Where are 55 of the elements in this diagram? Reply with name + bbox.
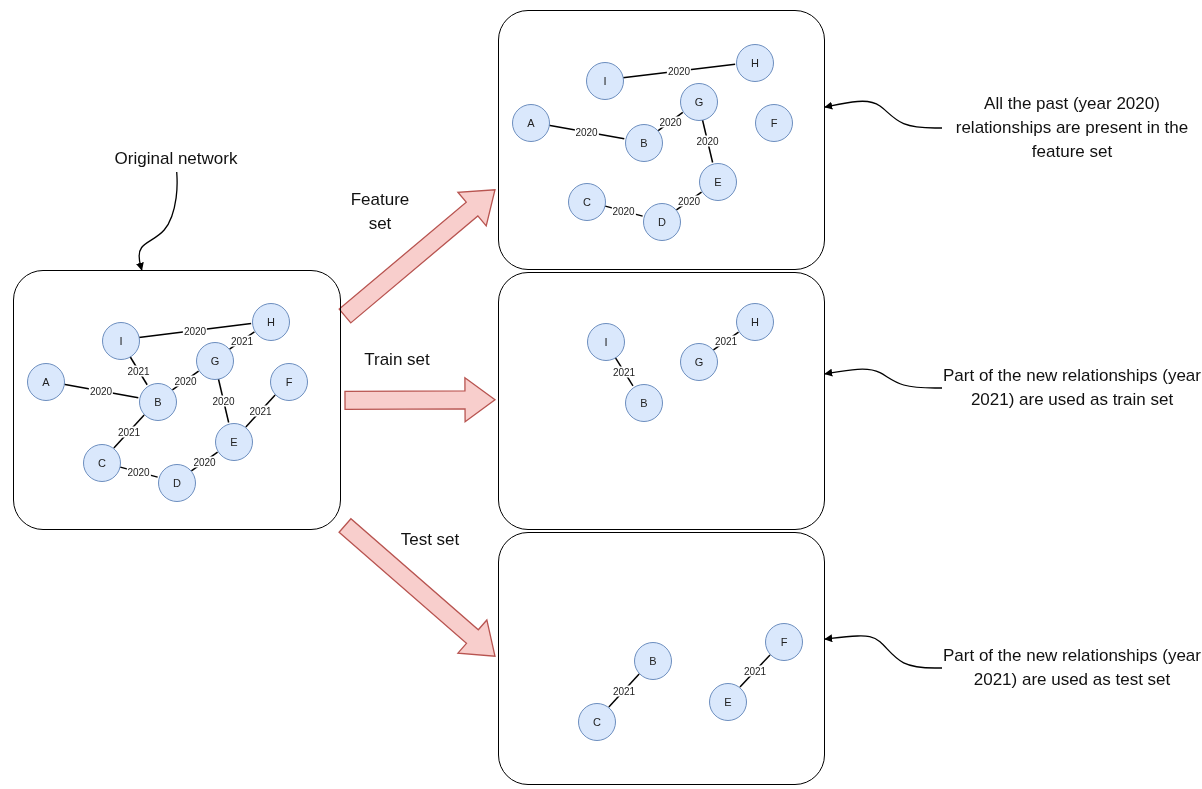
panel-box <box>498 10 825 270</box>
graph-node-circle: F <box>270 363 308 401</box>
graph-node-circle: E <box>215 423 253 461</box>
panel-box <box>13 270 341 530</box>
annotation-text: All the past (year 2020) relationships are present in the feature set <box>942 88 1202 168</box>
edge-label: 2020 <box>173 375 198 386</box>
graph-node-circle: B <box>634 642 672 680</box>
graph-node-circle: G <box>680 83 718 121</box>
graph-node-circle: A <box>27 363 65 401</box>
graph-node-circle: H <box>736 303 774 341</box>
edge-label: 2021 <box>742 665 768 677</box>
graph-node-circle: H <box>252 303 290 341</box>
edge-label: 2020 <box>666 65 692 77</box>
graph-node-circle: A <box>512 104 550 142</box>
edge-label: 2021 <box>248 405 273 417</box>
curved-arrow <box>824 634 943 669</box>
edge-label: 2021 <box>126 365 151 376</box>
edge-label: 2021 <box>611 366 637 377</box>
graph-node-circle: F <box>765 623 803 661</box>
panel-box <box>498 272 825 530</box>
annotation-text: Original network <box>90 146 262 172</box>
edge-label: 2020 <box>192 456 217 467</box>
graph-node-circle: I <box>586 62 624 100</box>
edge-label: 2021 <box>713 335 739 347</box>
curved-arrow <box>824 368 943 389</box>
annotation-text: Part of the new relationships (year 2021) are used as train set <box>942 348 1202 428</box>
edge-label: 2020 <box>88 385 114 397</box>
edge-label: 2020 <box>211 395 236 406</box>
edge-label: 2021 <box>229 335 255 346</box>
graph-node-circle: E <box>709 683 747 721</box>
graph-node-circle: H <box>736 44 774 82</box>
graph-node-circle: I <box>102 322 140 360</box>
edge-label: 2021 <box>116 426 142 437</box>
graph-node-circle: E <box>699 163 737 201</box>
curved-arrow <box>824 100 943 129</box>
edge-label: 2020 <box>695 135 720 147</box>
edge-label: 2020 <box>611 205 636 217</box>
graph-node-circle: I <box>587 323 625 361</box>
block-arrow <box>338 189 496 324</box>
panel-box <box>498 532 825 785</box>
block-arrow <box>338 517 496 657</box>
edge-label: 2020 <box>658 116 683 127</box>
graph-node-circle: C <box>83 444 121 482</box>
graph-node-circle: F <box>755 104 793 142</box>
edge-label: 2020 <box>676 195 702 207</box>
graph-node-circle: B <box>625 384 663 422</box>
curved-arrow <box>136 171 178 271</box>
edge-label: 2020 <box>126 466 151 478</box>
graph-node-circle: C <box>568 183 606 221</box>
edge-label: 2020 <box>182 325 208 336</box>
edge-label: 2021 <box>611 685 637 696</box>
edge-label: 2020 <box>574 126 599 138</box>
graph-node-circle: C <box>578 703 616 741</box>
annotation-text: Part of the new relationships (year 2021) are used as test set <box>942 628 1202 708</box>
block-arrow <box>344 376 497 424</box>
